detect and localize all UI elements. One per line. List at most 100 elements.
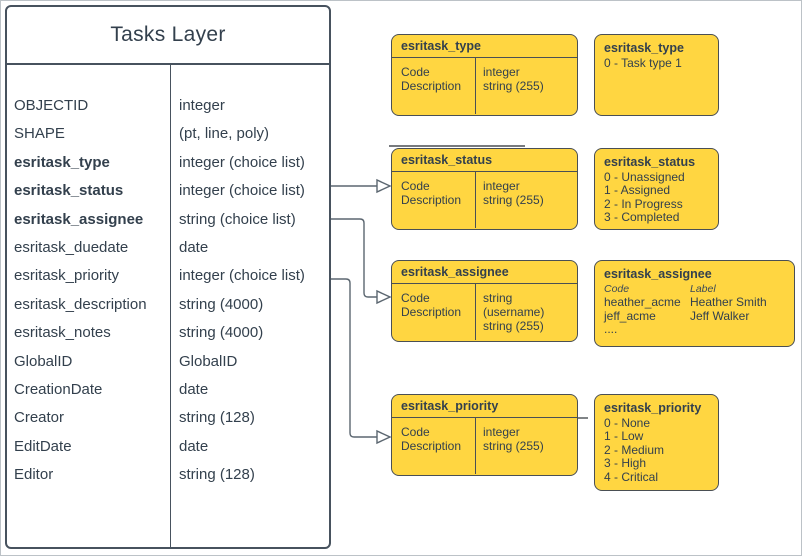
field-name: EditDate bbox=[14, 437, 72, 455]
field-name: esritask_notes bbox=[14, 324, 111, 342]
field-type: integer (choice list) bbox=[179, 182, 305, 200]
schema-type: string (255) bbox=[483, 439, 544, 453]
field-type: date bbox=[179, 380, 209, 398]
field-type: (pt, line, poly) bbox=[179, 125, 270, 143]
field-name: esritask_type bbox=[14, 153, 110, 171]
legend-line: 3 - Completed bbox=[604, 210, 680, 224]
field-row: Editor string (128) bbox=[7, 461, 329, 489]
field-row: esritask_assignee string (choice list) bbox=[7, 206, 329, 234]
legend-line: 1 - Assigned bbox=[604, 183, 671, 197]
schema-field: Description bbox=[401, 193, 462, 207]
field-type: date bbox=[179, 437, 209, 455]
connector-esritask-assignee bbox=[331, 218, 377, 298]
field-name: esritask_priority bbox=[14, 267, 120, 285]
field-type: integer (choice list) bbox=[179, 153, 305, 171]
field-name: SHAPE bbox=[14, 125, 65, 143]
legend-line: 0 - Task type 1 bbox=[604, 55, 682, 70]
schema-field: Code bbox=[401, 179, 430, 193]
legend-line: 0 - Unassigned bbox=[604, 169, 685, 184]
legend-box-esritask-priority: esritask_priority 0 - None 1 - Low 2 - M… bbox=[594, 394, 719, 491]
legend-box-esritask-assignee: esritask_assignee Code Label heather_acm… bbox=[594, 260, 795, 347]
field-row: esritask_priority integer (choice list) bbox=[7, 262, 329, 290]
schema-field: Description bbox=[401, 79, 462, 93]
field-type: string (4000) bbox=[179, 324, 264, 342]
schema-field: Code bbox=[401, 291, 430, 305]
column-divider bbox=[170, 65, 171, 547]
schema-type: string (255) bbox=[483, 319, 544, 333]
field-type: integer bbox=[179, 97, 225, 114]
connector-esritask-priority bbox=[331, 278, 377, 438]
open-arrow-icon bbox=[376, 178, 392, 194]
field-row: esritask_notes string (4000) bbox=[7, 319, 329, 347]
field-type: GlobalID bbox=[179, 352, 238, 370]
field-name: OBJECTID bbox=[14, 97, 89, 114]
field-type: string (128) bbox=[179, 466, 255, 484]
tasks-layer-table: Tasks Layer OBJECTID integer SHAPE (pt, li… bbox=[5, 5, 331, 549]
legend-line: 2 - In Progress bbox=[604, 196, 683, 211]
field-name: esritask_assignee bbox=[14, 210, 144, 228]
schema-field: Description bbox=[401, 439, 462, 453]
legend-title: esritask_priority bbox=[604, 401, 702, 415]
legend-title: esritask_type bbox=[604, 41, 684, 55]
field-row: esritask_description string (4000) bbox=[7, 291, 329, 319]
legend-box-esritask-status: esritask_status 0 - Unassigned 1 - Assig… bbox=[594, 148, 719, 230]
open-arrow-icon bbox=[376, 429, 392, 445]
legend-title: esritask_assignee bbox=[604, 267, 712, 281]
field-row: esritask_status integer (choice list) bbox=[7, 177, 329, 205]
schema-field: Code bbox=[401, 425, 430, 439]
field-row: SHAPE (pt, line, poly) bbox=[7, 120, 329, 148]
legend-label: Jeff Walker bbox=[690, 308, 750, 323]
field-row: EditDate date bbox=[7, 433, 329, 461]
field-name: Editor bbox=[14, 466, 54, 484]
field-type: date bbox=[179, 238, 209, 256]
schema-type: string (255) bbox=[483, 79, 544, 93]
legend-line: 3 - High bbox=[604, 456, 647, 470]
schema-type: string (username) bbox=[483, 291, 545, 319]
schema-box-title: esritask_assignee bbox=[392, 261, 577, 284]
schema-box-title: esritask_type bbox=[392, 35, 577, 58]
field-row: GlobalID GlobalID bbox=[7, 348, 329, 376]
field-name: Creator bbox=[14, 409, 65, 427]
field-type: string (4000) bbox=[179, 295, 264, 313]
field-type: string (128) bbox=[179, 409, 255, 427]
schema-type: integer bbox=[483, 179, 520, 193]
schema-box-title: esritask_priority bbox=[392, 395, 577, 418]
field-name: CreationDate bbox=[14, 380, 103, 398]
field-row: Creator string (128) bbox=[7, 404, 329, 432]
schema-type: integer bbox=[483, 65, 520, 79]
schema-box-title: esritask_status bbox=[392, 149, 577, 172]
field-type: integer (choice list) bbox=[179, 267, 305, 285]
schema-field: Description bbox=[401, 305, 462, 319]
field-name: esritask_status bbox=[14, 182, 124, 200]
legend-more: .... bbox=[604, 322, 618, 336]
field-name: GlobalID bbox=[14, 352, 73, 370]
table-body: OBJECTID integer SHAPE (pt, line, poly) es… bbox=[7, 65, 329, 547]
schema-type: integer bbox=[483, 425, 520, 439]
legend-label: Heather Smith bbox=[690, 295, 767, 309]
field-row: OBJECTID integer bbox=[7, 92, 329, 120]
legend-box-esritask-type: esritask_type 0 - Task type 1 bbox=[594, 34, 719, 116]
legend-line: 1 - Low bbox=[604, 429, 644, 443]
schema-type: string (255) bbox=[483, 193, 544, 207]
table-title: Tasks Layer bbox=[7, 7, 329, 65]
legend-line: 0 - None bbox=[604, 415, 651, 430]
legend-col-header: Label bbox=[690, 282, 716, 295]
legend-code: heather_acme bbox=[604, 295, 681, 309]
schema-field: Code bbox=[401, 65, 430, 79]
field-type: string (choice list) bbox=[179, 210, 296, 228]
legend-line: 2 - Medium bbox=[604, 442, 665, 457]
legend-code: jeff_acme bbox=[604, 308, 656, 323]
field-name: esritask_description bbox=[14, 295, 147, 313]
field-row: esritask_type integer (choice list) bbox=[7, 149, 329, 177]
field-name: esritask_duedate bbox=[14, 238, 129, 256]
legend-title: esritask_status bbox=[604, 155, 696, 169]
open-arrow-icon bbox=[376, 289, 392, 305]
legend-col-header: Code bbox=[604, 282, 630, 295]
field-row: esritask_duedate date bbox=[7, 234, 329, 262]
field-row: CreationDate date bbox=[7, 376, 329, 404]
